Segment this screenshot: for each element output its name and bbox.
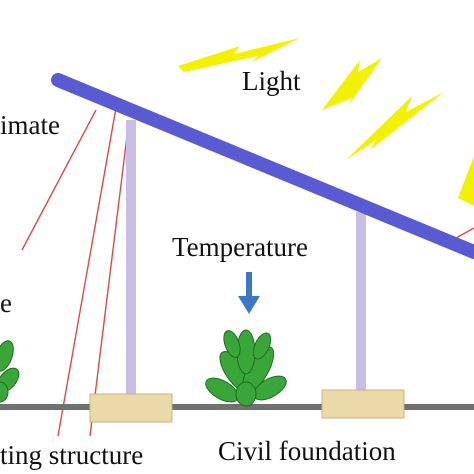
support-post	[126, 120, 136, 396]
pv-panel	[51, 73, 474, 259]
climate-label: imate	[0, 110, 60, 140]
civil-foundation-label: Civil foundation	[218, 436, 396, 466]
down-arrow-icon	[238, 272, 260, 314]
ground-line	[0, 404, 474, 410]
support-posts	[126, 120, 366, 398]
lightning-bolt-icon	[458, 156, 474, 206]
annotation-line	[21, 109, 97, 251]
lightning-group	[178, 38, 474, 206]
civil-foundation-block	[321, 389, 405, 419]
civil-foundations	[89, 389, 405, 423]
annotation-line	[89, 127, 129, 437]
annotation-line	[57, 107, 117, 437]
plant-icon	[205, 329, 287, 407]
lightning-bolt-icon	[346, 92, 444, 160]
civil-foundation-block	[89, 393, 173, 423]
left-fragment-label: e	[0, 288, 12, 318]
light-label: Light	[242, 66, 301, 96]
annotation-lines	[21, 107, 474, 437]
support-post	[356, 212, 366, 398]
temperature-label: Temperature	[172, 232, 308, 262]
lightning-bolt-icon	[178, 38, 300, 72]
plant-icon	[0, 340, 20, 403]
supporting-structure-label: ting structure	[0, 440, 143, 470]
lightning-bolt-icon	[322, 58, 382, 110]
annotation-line	[455, 227, 474, 239]
